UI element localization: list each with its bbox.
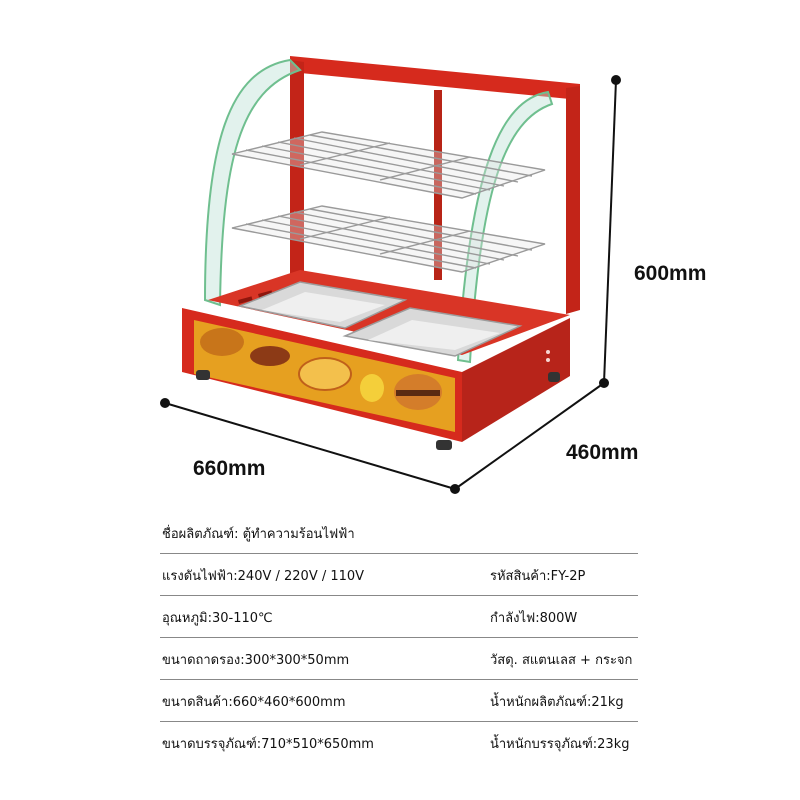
- cabinet-foot: [436, 440, 452, 450]
- spec-row: ขนาดสินค้า:660*460*600mm น้ำหนักผลิตภัณฑ…: [160, 680, 638, 722]
- product-name-text: ชื่อผลิตภัณฑ์: ตู้ทำความร้อนไฟฟ้า: [162, 527, 355, 542]
- product-code-text: รหัสสินค้า:FY-2P: [490, 569, 586, 584]
- depth-dimension-label: 460mm: [566, 441, 639, 464]
- spec-row: ขนาดบรรจุภัณฑ์:710*510*650mm น้ำหนักบรรจ…: [160, 722, 638, 763]
- depth-dimension-line: [454, 382, 605, 490]
- right-food-tray-inner: [368, 320, 500, 350]
- cabinet-foot: [548, 372, 560, 382]
- product-illustration: [160, 56, 621, 494]
- pizza-icon: [298, 357, 352, 391]
- width-dimension-start-dot: [160, 398, 170, 408]
- tray-size-text: ขนาดถาดรอง:300*300*50mm: [162, 653, 350, 668]
- cabinet-back-right-post: [566, 86, 580, 314]
- skewers-icon: [250, 346, 290, 366]
- voltage-text: แรงดันไฟฟ้า:240V / 220V / 110V: [162, 569, 365, 584]
- burger-patty-icon: [396, 390, 440, 396]
- fried-chicken-icon: [200, 328, 244, 356]
- cabinet-foot: [196, 370, 210, 380]
- cabinet-base-right-side: [462, 318, 570, 442]
- lower-wire-rack: [231, 205, 546, 273]
- glass-left-curved-panel: [203, 58, 302, 307]
- food-warmer-cabinet: [182, 56, 580, 450]
- spec-row: แรงดันไฟฟ้า:240V / 220V / 110V รหัสสินค้…: [160, 554, 638, 596]
- upper-wire-rack: [231, 131, 546, 199]
- food-graphic-items: [200, 328, 442, 410]
- indicator-light-icon: [546, 358, 550, 362]
- fries-icon: [360, 374, 384, 402]
- spec-row-product-name: ชื่อผลิตภัณฑ์: ตู้ทำความร้อนไฟฟ้า: [160, 512, 638, 554]
- width-dimension-label: 660mm: [193, 457, 266, 480]
- spec-row: ขนาดถาดรอง:300*300*50mm วัสดุ. สแตนเลส +…: [160, 638, 638, 680]
- cabinet-top-back-bar: [290, 56, 580, 100]
- spec-row: อุณหภูมิ:30-110℃ กำลังไฟ:800W: [160, 596, 638, 638]
- package-weight-text: น้ำหนักบรรจุภัณฑ์:23kg: [490, 737, 630, 752]
- height-dimension-line: [603, 79, 617, 384]
- package-size-text: ขนาดบรรจุภัณฑ์:710*510*650mm: [162, 737, 374, 752]
- dimension-lines: [160, 75, 621, 494]
- power-text: กำลังไฟ:800W: [490, 611, 578, 626]
- indicator-light-icon: [546, 350, 550, 354]
- width-dimension-line: [164, 402, 456, 490]
- height-dimension-top-dot: [611, 75, 621, 85]
- left-food-tray-inner: [262, 292, 385, 322]
- cabinet-back-left-post: [290, 60, 304, 294]
- height-dimension-label: 600mm: [634, 262, 707, 285]
- material-text: วัสดุ. สแตนเลส + กระจก: [490, 653, 633, 668]
- temperature-text: อุณหภูมิ:30-110℃: [162, 611, 273, 626]
- product-size-text: ขนาดสินค้า:660*460*600mm: [162, 695, 346, 710]
- cabinet-rear-center-post: [434, 90, 442, 280]
- product-weight-text: น้ำหนักผลิตภัณฑ์:21kg: [490, 695, 624, 710]
